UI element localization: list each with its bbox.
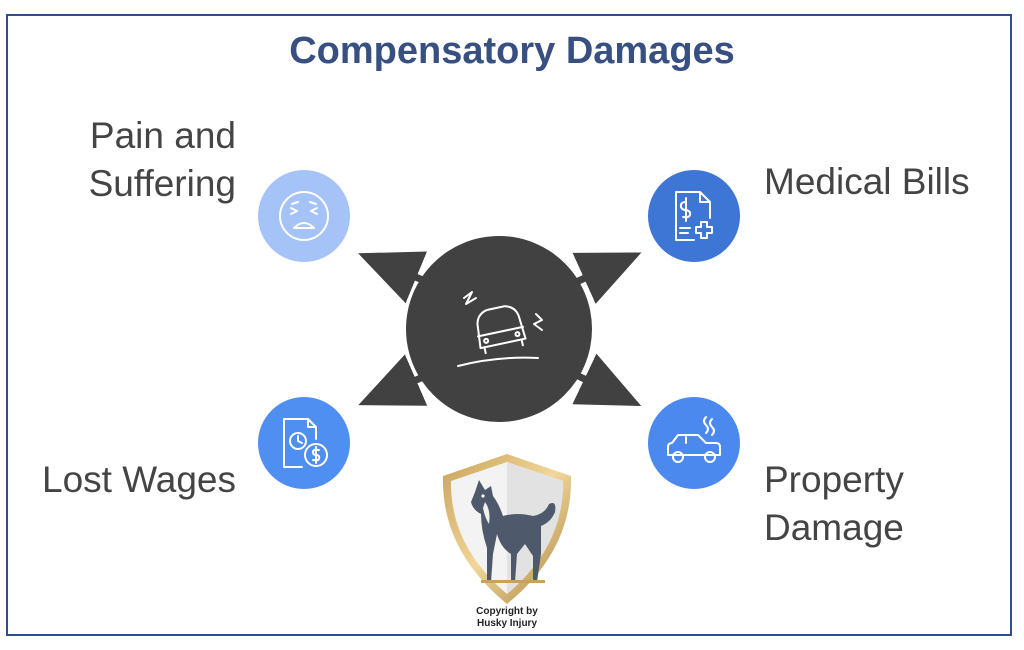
label-medical-bills: Medical Bills (764, 161, 970, 202)
clock-money-document-icon (283, 418, 328, 468)
diagram-frame (6, 14, 1012, 636)
label-property-damage: Property Damage (764, 456, 904, 552)
pain-icon-circle (258, 170, 350, 262)
wages-icon-circle (258, 397, 350, 489)
copyright-line2: Husky Injury (476, 618, 538, 629)
car-crash-icon (457, 291, 543, 367)
medical-icon-circle (648, 170, 740, 262)
husky-shield-logo (442, 454, 572, 604)
damaged-car-icon (667, 416, 721, 463)
label-pain-and-suffering: Pain and Suffering (89, 112, 236, 208)
label-property-line2: Damage (764, 507, 904, 548)
diagram-title: Compensatory Damages (289, 30, 735, 72)
distressed-face-icon (279, 191, 329, 241)
label-pain-line1: Pain and (89, 115, 236, 156)
copyright-text: Copyright by Husky Injury (437, 606, 577, 630)
label-lost-wages: Lost Wages (42, 459, 236, 500)
label-pain-line2: Suffering (88, 163, 236, 204)
center-circle (406, 236, 592, 422)
label-property-line1: Property (764, 459, 904, 500)
copyright-line1: Copyright by (476, 606, 538, 617)
medical-bill-icon (675, 191, 713, 241)
property-icon-circle (648, 397, 740, 489)
